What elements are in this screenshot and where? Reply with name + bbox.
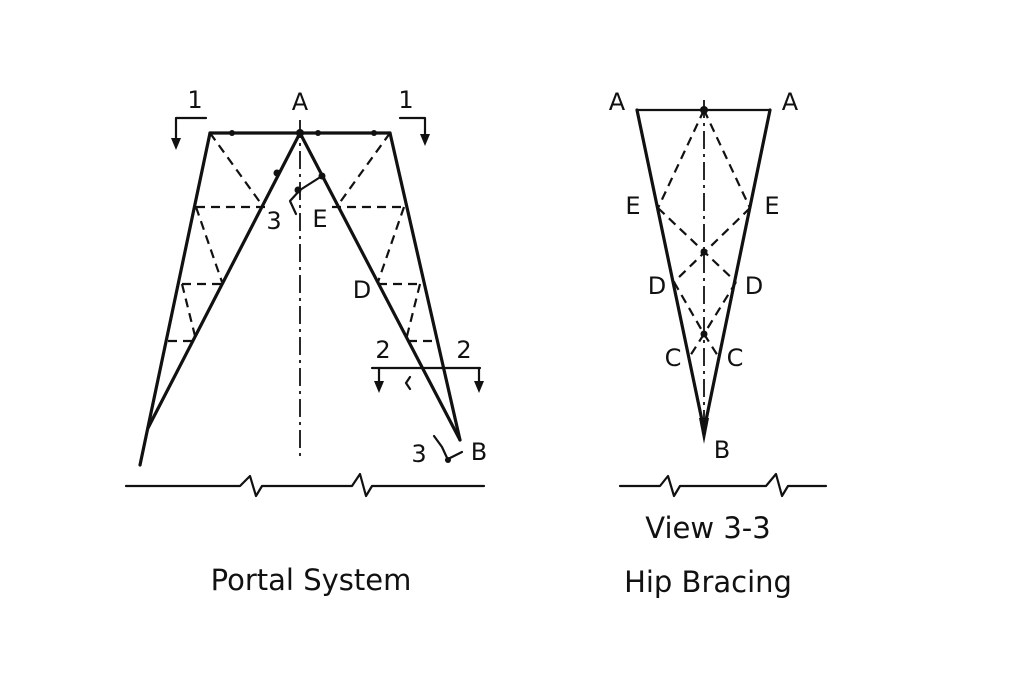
portal-ground-line [124,472,486,498]
hip-left-side [635,108,706,432]
brace-e-label: E [312,205,327,233]
right-inner-diagonal [298,131,462,442]
left-bracing [168,132,268,343]
hip-bracing-drawing: A A E E D D C C B View 3-3 Hip Bracing [609,88,828,599]
apex-joint [296,129,304,137]
hip-e-left-label: E [625,192,640,220]
section-2-left-label: 2 [375,336,390,364]
portal-system-caption: Portal System [211,563,412,597]
section-3-top-cut [288,174,324,216]
section-1-right-marker [398,116,430,146]
hip-a-right-label: A [782,88,799,116]
portal-system-drawing: A 1 1 E D 3 2 2 3 B Portal System [124,86,487,597]
hip-bracing-lines [657,109,751,357]
brace-d-label: D [353,276,371,304]
right-outer-leg [388,131,462,442]
foot-b-label: B [471,438,487,466]
hip-e-right-label: E [764,192,779,220]
hip-b-label: B [714,436,730,464]
left-outer-leg [138,131,212,467]
section-3-bottom-cut [432,434,450,462]
right-bracing [332,132,434,343]
left-inner-diagonal [146,131,302,430]
hip-d-left-label: D [648,272,666,300]
hip-caption-view: View 3-3 [645,511,770,545]
hip-right-side [702,108,772,432]
apex-label: A [292,88,309,116]
section-2-marker [370,366,484,393]
section-2-right-label: 2 [456,336,471,364]
hip-tip-b [699,418,709,444]
hip-c-left-label: C [665,344,682,372]
hip-ground-line [618,472,828,498]
section-1-left-marker [171,116,208,150]
view-3-bottom-label: 3 [411,440,426,468]
section-1-right-label: 1 [398,86,413,114]
hip-c-right-label: C [727,344,744,372]
section-1-left-label: 1 [187,86,202,114]
view-3-top-label: 3 [266,207,281,235]
hip-a-left-label: A [609,88,626,116]
hip-caption-title: Hip Bracing [624,565,792,599]
hip-d-right-label: D [745,272,763,300]
